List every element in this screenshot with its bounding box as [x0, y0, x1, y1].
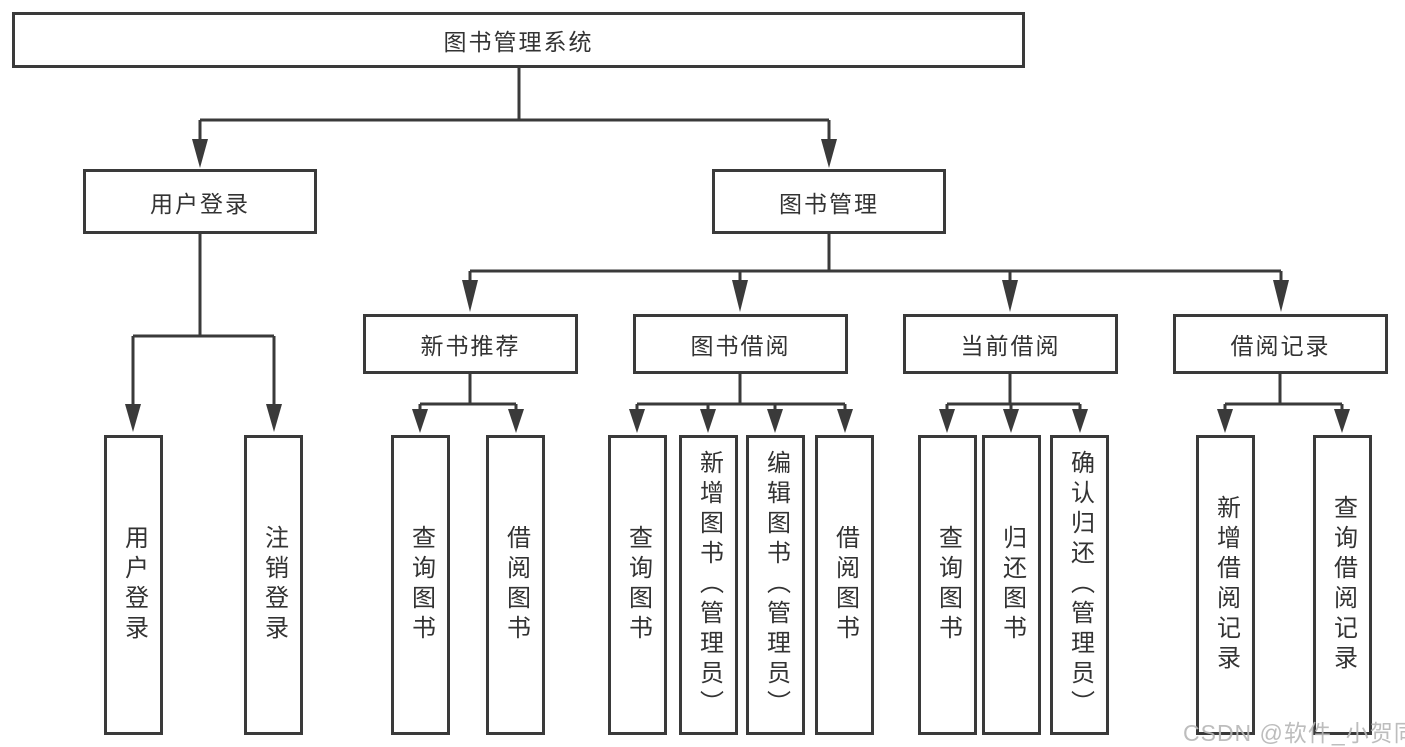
edge-borrowrecord-to-leaves	[1217, 374, 1350, 433]
node-user-login: 用户登录	[83, 169, 317, 234]
leaf-logout: 注销登录	[244, 435, 303, 735]
leaf-record-query-borrow-record: 查询借阅记录	[1313, 435, 1372, 735]
node-book-borrow: 图书借阅	[633, 314, 848, 374]
leaf-record-query-borrow-record-label: 查询借阅记录	[1329, 495, 1357, 675]
edge-root-to-level2	[192, 68, 837, 168]
node-current-borrow: 当前借阅	[903, 314, 1118, 374]
leaf-borrow-query-books: 查询图书	[608, 435, 667, 735]
leaf-borrow-borrow-books-label: 借阅图书	[831, 525, 859, 645]
leaf-newbook-borrow-books: 借阅图书	[486, 435, 545, 735]
leaf-newbook-query-books-label: 查询图书	[407, 525, 435, 645]
leaf-current-return-books: 归还图书	[982, 435, 1041, 735]
leaf-record-add-borrow-record: 新增借阅记录	[1196, 435, 1255, 735]
leaf-current-query-books: 查询图书	[918, 435, 977, 735]
node-borrow-records: 借阅记录	[1173, 314, 1388, 374]
leaf-current-query-books-label: 查询图书	[934, 525, 962, 645]
csdn-watermark: CSDN @软件_小贺同学	[1183, 720, 1405, 746]
edge-userlogin-to-leaves	[125, 234, 282, 432]
leaf-borrow-borrow-books: 借阅图书	[815, 435, 874, 735]
node-book-management: 图书管理	[712, 169, 946, 234]
leaf-current-confirm-return-admin: 确认归还（管理员）	[1050, 435, 1109, 735]
edge-currentborrow-to-leaves	[939, 374, 1088, 433]
leaf-borrow-edit-books-admin: 编辑图书（管理员）	[746, 435, 805, 735]
edge-bookmgmt-to-level3	[462, 234, 1289, 312]
leaf-borrow-edit-books-admin-label: 编辑图书（管理员）	[762, 450, 790, 720]
leaf-user-login-label: 用户登录	[120, 525, 148, 645]
edge-bookborrow-to-leaves	[629, 374, 853, 433]
node-library-system: 图书管理系统	[12, 12, 1025, 68]
leaf-user-login: 用户登录	[104, 435, 163, 735]
leaf-logout-label: 注销登录	[260, 525, 288, 645]
leaf-newbook-query-books: 查询图书	[391, 435, 450, 735]
leaf-current-return-books-label: 归还图书	[998, 525, 1026, 645]
edge-newbook-to-leaves	[412, 374, 524, 433]
leaf-record-add-borrow-record-label: 新增借阅记录	[1212, 495, 1240, 675]
leaf-borrow-query-books-label: 查询图书	[624, 525, 652, 645]
leaf-borrow-add-books-admin-label: 新增图书（管理员）	[695, 450, 723, 720]
leaf-borrow-add-books-admin: 新增图书（管理员）	[679, 435, 738, 735]
node-new-book-recommend: 新书推荐	[363, 314, 578, 374]
leaf-current-confirm-return-admin-label: 确认归还（管理员）	[1066, 450, 1094, 720]
leaf-newbook-borrow-books-label: 借阅图书	[502, 525, 530, 645]
